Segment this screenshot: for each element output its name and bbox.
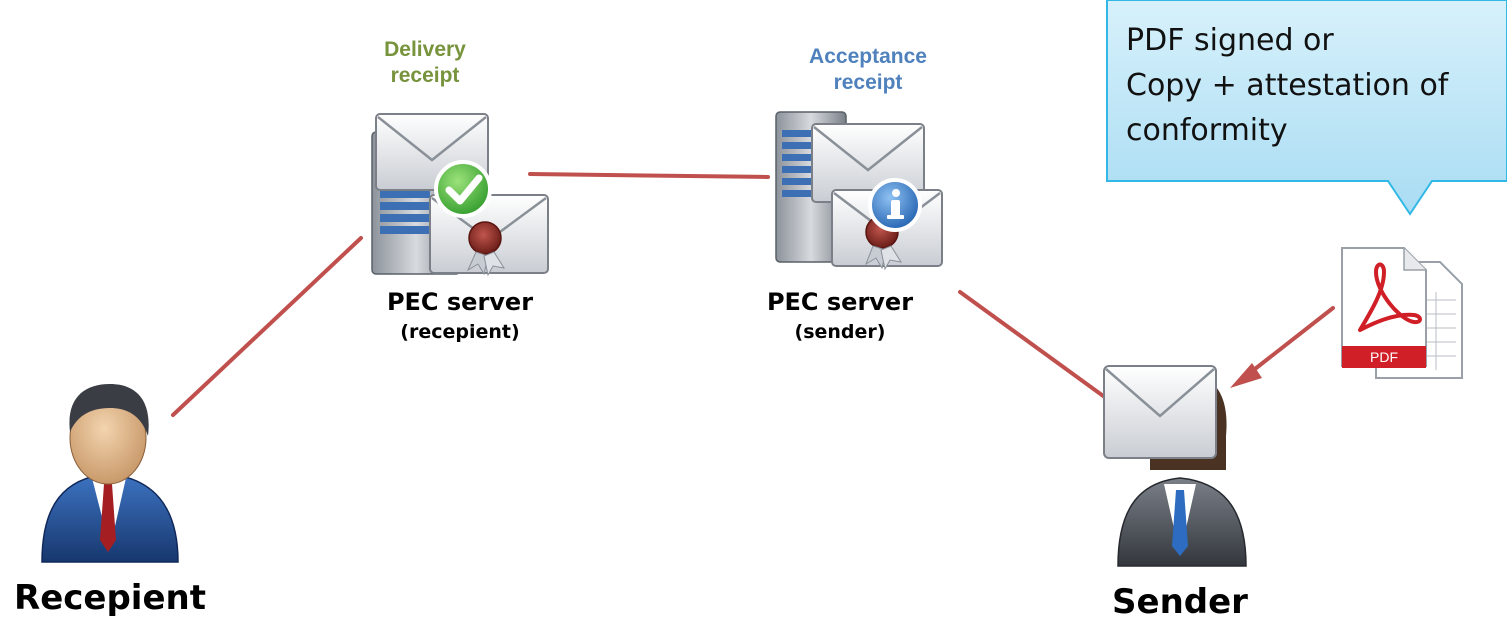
connector-server-to-sender xyxy=(958,290,1108,400)
acceptance-receipt-line1: Acceptance xyxy=(809,45,927,68)
callout-line-3: conformity xyxy=(1126,113,1288,148)
pdf-document-icon xyxy=(1341,247,1463,379)
arrow-pdf-to-sender xyxy=(1230,306,1335,388)
server-recipient-title: PEC server xyxy=(386,288,534,316)
pdf-label-bar xyxy=(1342,346,1426,368)
server-sender-label: PEC server (sender) xyxy=(740,288,940,344)
callout-line-1: PDF signed or xyxy=(1126,23,1334,58)
callout-bubble xyxy=(1106,0,1507,216)
server-recipient-icon xyxy=(371,113,549,277)
delivery-receipt-line2: receipt xyxy=(390,64,460,87)
server-sender-title: PEC server xyxy=(766,288,914,316)
connector-lines xyxy=(171,172,1108,417)
acceptance-receipt-label: Acceptance receipt xyxy=(768,44,968,96)
server-sender-subtitle: (sender) xyxy=(794,321,886,343)
info-icon xyxy=(868,178,922,232)
recipient-person-icon xyxy=(41,384,179,563)
connector-recipient-to-server xyxy=(171,236,363,417)
envelope-icon xyxy=(1103,365,1217,459)
delivery-receipt-label: Delivery receipt xyxy=(352,37,498,89)
server-recipient-subtitle: (recepient) xyxy=(400,321,520,343)
sender-person-icon xyxy=(1103,365,1247,567)
callout-text: PDF signed or Copy + attestation of conf… xyxy=(1126,18,1506,153)
recipient-label: Recepient xyxy=(14,578,206,618)
connector-server-to-server xyxy=(528,172,770,179)
callout-line-2: Copy + attestation of xyxy=(1126,68,1449,103)
pdf-label: PDF xyxy=(1370,349,1398,365)
delivery-receipt-line1: Delivery xyxy=(384,38,466,61)
check-icon xyxy=(434,160,492,218)
server-sender-icon xyxy=(775,111,943,271)
sender-label: Sender xyxy=(1112,582,1248,622)
acceptance-receipt-line2: receipt xyxy=(833,71,903,94)
wax-seal-icon xyxy=(466,221,506,277)
server-recipient-label: PEC server (recepient) xyxy=(360,288,560,344)
